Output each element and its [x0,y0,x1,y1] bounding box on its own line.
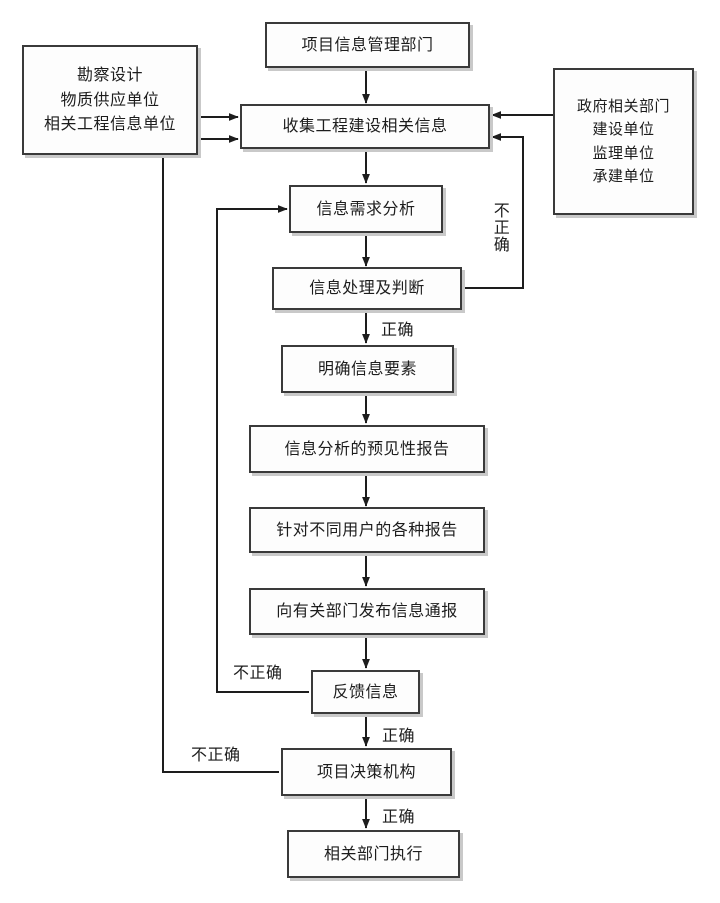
collect-info-label: 收集工程建设相关信息 [282,116,448,136]
sources-left-line-1: 勘察设计 [76,64,143,84]
node-demand-analysis[interactable]: 信息需求分析 [289,185,443,233]
feedback-info-label: 反馈信息 [332,681,399,701]
sources-right-line-4: 承建单位 [592,166,655,185]
user-reports-label: 针对不同用户的各种报告 [276,519,458,539]
info-mgmt-dept-label: 项目信息管理部门 [301,34,434,54]
edge-label-feedback-incorrect: 不正确 [233,663,283,682]
departments-execute-label: 相关部门执行 [323,843,423,863]
node-collect-info[interactable]: 收集工程建设相关信息 [240,104,490,149]
node-sources-left[interactable]: 勘察设计 物质供应单位 相关工程信息单位 [22,45,198,155]
sources-right-line-2: 建设单位 [592,120,655,139]
decision-body-label: 项目决策机构 [316,761,416,781]
node-process-judge[interactable]: 信息处理及判断 [272,267,462,310]
node-info-mgmt-dept[interactable]: 项目信息管理部门 [265,22,470,68]
predictive-report-label: 信息分析的预见性报告 [284,438,450,458]
edge-label-process-incorrect: 不正确 [490,202,510,253]
node-decision-body[interactable]: 项目决策机构 [281,748,452,796]
node-publish-bulletin[interactable]: 向有关部门发布信息通报 [249,588,485,635]
edge-label-decision-incorrect: 不正确 [191,745,241,764]
process-judge-label: 信息处理及判断 [309,278,425,298]
sources-right-line-1: 政府相关部门 [576,97,670,115]
node-feedback-info[interactable]: 反馈信息 [311,670,420,714]
node-departments-execute[interactable]: 相关部门执行 [287,830,460,878]
edge-label-decision-correct: 正确 [382,807,416,826]
node-clarify-elements[interactable]: 明确信息要素 [281,345,454,393]
edge-label-feedback-correct: 正确 [382,726,416,745]
clarify-elements-label: 明确信息要素 [317,358,417,378]
edge-label-process-correct: 正确 [381,320,415,339]
node-predictive-report[interactable]: 信息分析的预见性报告 [249,425,485,473]
sources-left-line-2: 物质供应单位 [60,89,160,109]
sources-right-line-3: 监理单位 [592,143,655,162]
node-user-reports[interactable]: 针对不同用户的各种报告 [249,507,485,553]
sources-left-line-3: 相关工程信息单位 [43,114,176,134]
publish-bulletin-label: 向有关部门发布信息通报 [276,601,458,621]
node-sources-right[interactable]: 政府相关部门 建设单位 监理单位 承建单位 [553,68,694,215]
demand-analysis-label: 信息需求分析 [316,198,416,218]
